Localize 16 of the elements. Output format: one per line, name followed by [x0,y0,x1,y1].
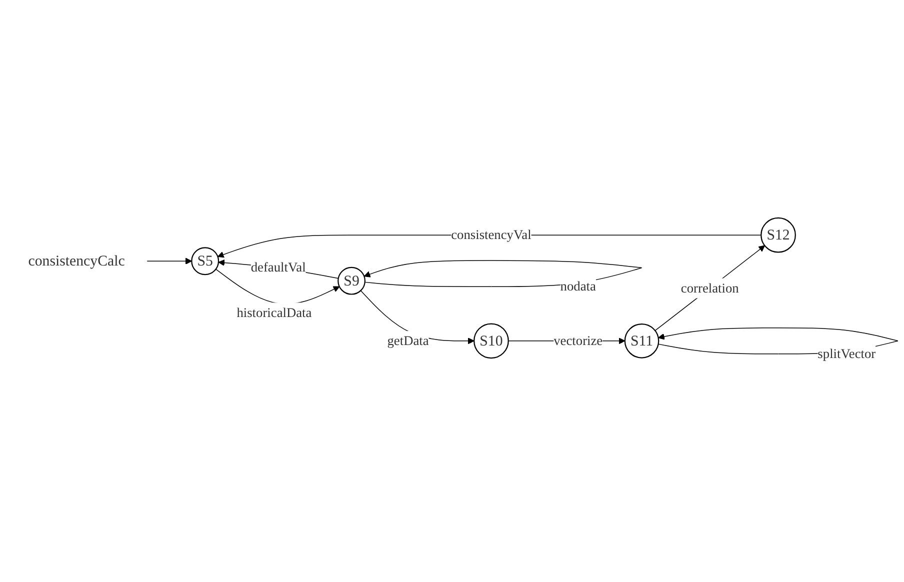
edge-label: historicalData [236,304,312,320]
node-text: consistencyCalc [28,252,125,270]
edge-label: defaultVal [250,259,306,274]
node-circle: S11 [624,324,660,358]
edge-label: vectorize [554,333,603,348]
edge-label: getData [387,333,429,348]
node-circle: S10 [474,323,509,359]
arrow [146,258,192,264]
edge-label: nodata [560,278,596,294]
arrow [654,245,766,331]
node-circle: S12 [760,217,796,253]
edge-label: splitVector [818,346,876,362]
edge-label: consistencyVal [451,227,532,242]
edge-label: correlation [680,280,739,296]
node-circle: S5 [191,247,220,276]
node-circle: S9 [338,266,366,295]
